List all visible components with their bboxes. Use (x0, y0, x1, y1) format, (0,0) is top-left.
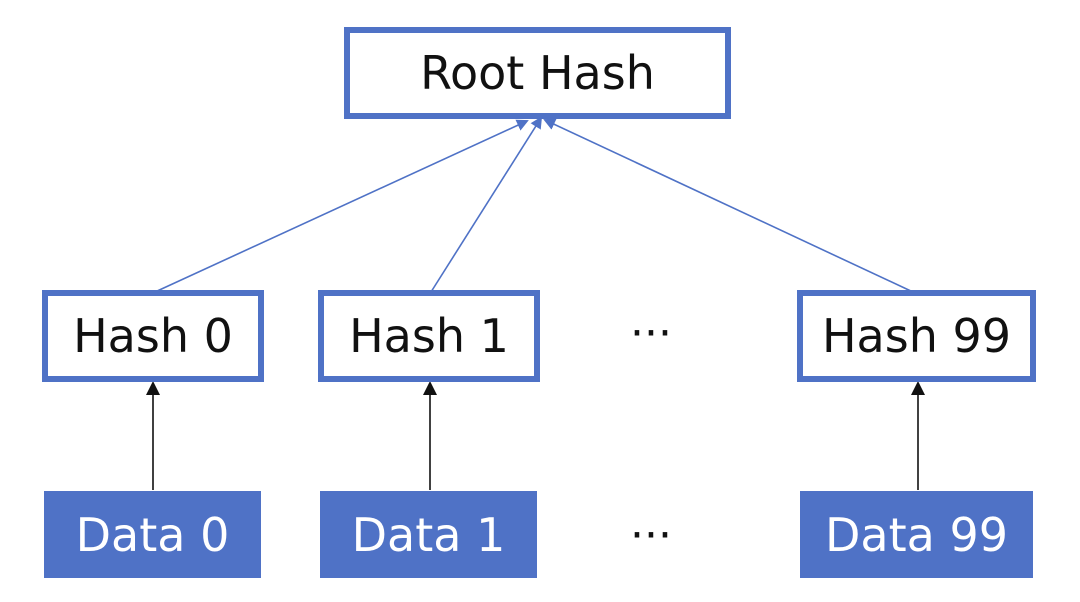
data-block-99-label: Data 99 (825, 507, 1008, 562)
data-row-ellipsis: ··· (630, 510, 672, 561)
hash-node-0: Hash 0 (42, 290, 264, 382)
hash-node-99: Hash 99 (797, 290, 1036, 382)
root-hash-node: Root Hash (344, 27, 731, 119)
data-block-1-label: Data 1 (351, 507, 506, 562)
data-block-1: Data 1 (320, 491, 537, 578)
edge-hash1-to-root (430, 116, 543, 293)
hash-node-0-label: Hash 0 (73, 309, 233, 363)
data-block-0-label: Data 0 (75, 507, 230, 562)
hash-node-1-label: Hash 1 (349, 309, 509, 363)
data-block-0: Data 0 (44, 491, 261, 578)
data-block-99: Data 99 (800, 491, 1033, 578)
edge-hash0-to-root (154, 119, 529, 293)
hash-node-99-label: Hash 99 (821, 309, 1012, 363)
hash-node-1: Hash 1 (318, 290, 540, 382)
edge-hash99-to-root (543, 118, 914, 293)
hash-row-ellipsis: ··· (630, 308, 672, 359)
root-hash-label: Root Hash (420, 46, 655, 100)
